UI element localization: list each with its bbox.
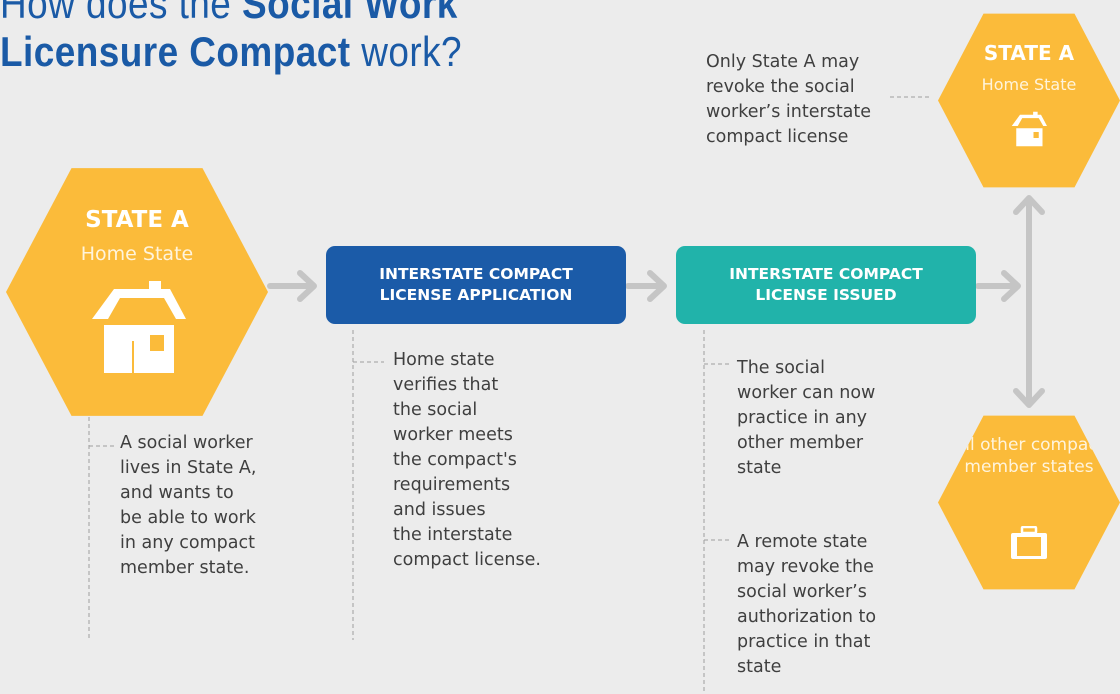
- arrow-to-issued: [625, 270, 667, 302]
- page-title: How does the Social Work Licensure Compa…: [0, 0, 563, 76]
- remote-revoke-note: A remote state may revoke the social wor…: [737, 532, 877, 677]
- application-note: Home state verifies that the social work…: [393, 350, 541, 570]
- title-bold-part-2: Licensure Compact: [0, 28, 351, 75]
- practice-note: The social worker can now practice in an…: [737, 358, 876, 478]
- dashed-leaders: [88, 96, 930, 694]
- issued-line-1: INTERSTATE COMPACT: [729, 265, 923, 283]
- house-icon-small: [1011, 111, 1047, 147]
- title-line-2: Licensure Compact work?: [0, 28, 563, 76]
- title-line-1: How does the Social Work: [0, 0, 563, 28]
- other-states-label: All other compact member states: [953, 435, 1105, 477]
- license-application-box: INTERSTATE COMPACT LICENSE APPLICATION: [326, 246, 626, 324]
- arrow-to-application: [267, 270, 317, 302]
- title-light-part: How does the: [0, 0, 242, 27]
- home-revoke-note: Only State A may revoke the social worke…: [706, 52, 872, 147]
- home-state-hexagon: STATE A Home State: [6, 168, 268, 416]
- application-line-2: LICENSE APPLICATION: [379, 286, 573, 304]
- license-issued-box: INTERSTATE COMPACT LICENSE ISSUED: [676, 246, 976, 324]
- title-bold-part: Social Work: [242, 0, 458, 27]
- arrow-to-branch: [975, 270, 1021, 302]
- issued-line-2: LICENSE ISSUED: [755, 286, 897, 304]
- revoking-state-subtitle: Home State: [981, 75, 1077, 94]
- home-state-name: STATE A: [85, 207, 189, 233]
- home-state-subtitle: Home State: [80, 243, 194, 265]
- application-line-1: INTERSTATE COMPACT: [379, 265, 573, 283]
- suitcase-icon: [1011, 526, 1047, 559]
- title-light-part-2: work?: [350, 28, 462, 75]
- house-icon: [92, 281, 186, 373]
- branch-double-arrow: [1013, 195, 1045, 408]
- revoking-state-name: STATE A: [983, 41, 1075, 65]
- state-a-note: A social worker lives in State A, and wa…: [120, 433, 257, 578]
